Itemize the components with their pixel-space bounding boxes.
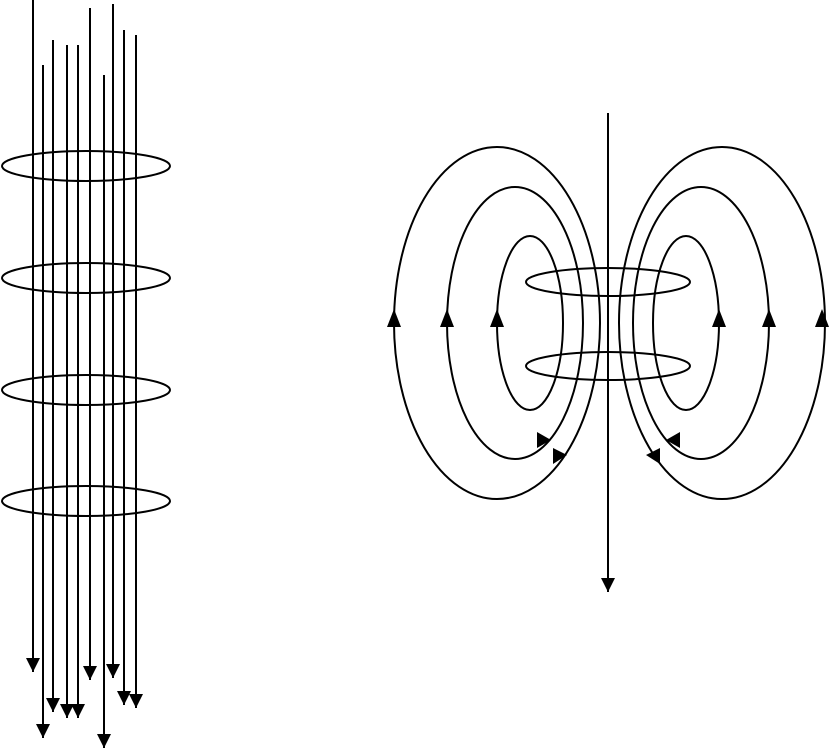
circular-loop: [1, 374, 171, 406]
up-arrow: [440, 309, 454, 327]
curve-arrow: [553, 448, 567, 464]
field-direction-arrows: [387, 309, 829, 464]
coil-field-panel: [387, 113, 829, 592]
circular-loops: [1, 150, 171, 517]
circular-loop: [1, 150, 171, 182]
circular-loop: [1, 485, 171, 517]
straight-wires-panel: [1, 0, 171, 748]
coil-loops: [525, 267, 691, 381]
field-loop: [496, 235, 564, 411]
up-arrow: [387, 309, 401, 327]
up-arrow: [762, 309, 776, 327]
curve-arrow: [666, 432, 680, 448]
up-arrow: [712, 309, 726, 327]
up-arrow: [815, 309, 829, 327]
circular-loop: [1, 262, 171, 294]
field-loop: [652, 235, 720, 411]
straight-wires: [26, 0, 143, 748]
curve-arrow: [537, 432, 551, 448]
up-arrow: [490, 309, 504, 327]
curve-arrow: [646, 448, 660, 464]
coil-loop: [525, 351, 691, 381]
coil-loop: [525, 267, 691, 297]
